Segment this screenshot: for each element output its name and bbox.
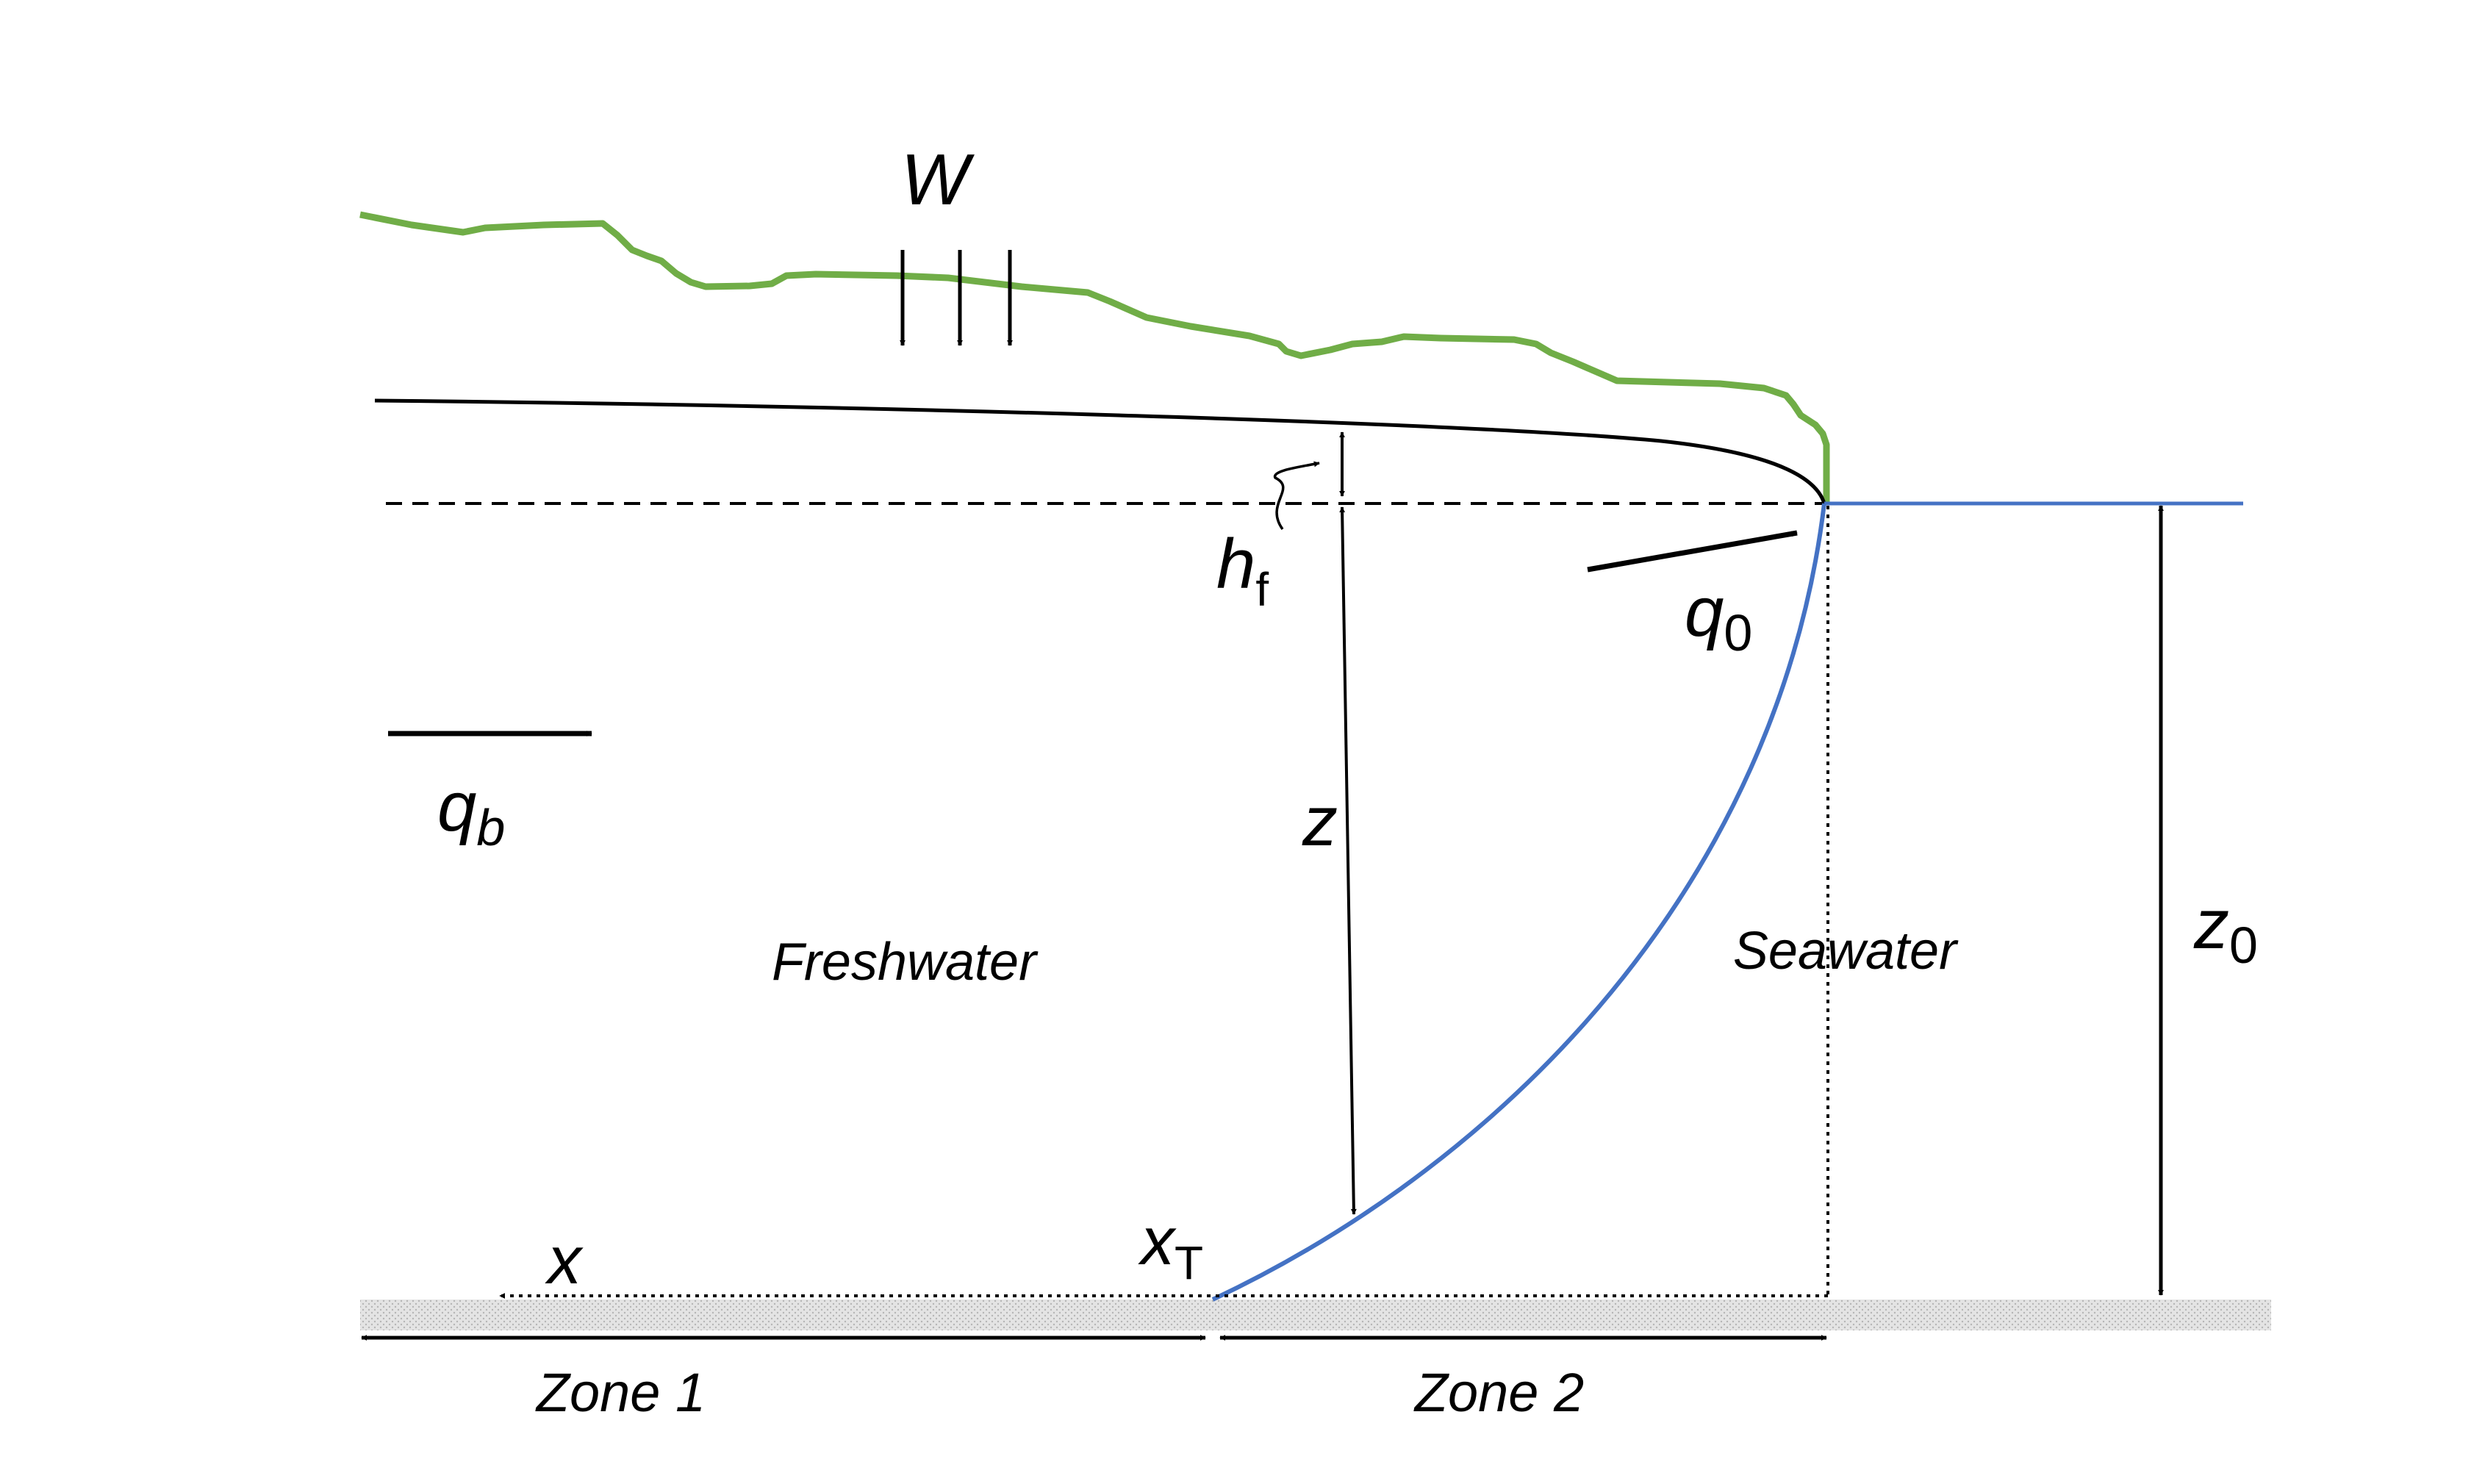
seawater-label: Seawater xyxy=(1733,922,1959,981)
q0-label: q0 xyxy=(1685,573,1752,662)
zone2-label: Zone 2 xyxy=(1413,1362,1584,1423)
qb-label: qb xyxy=(437,767,505,856)
xT-label: xT xyxy=(1138,1204,1203,1289)
ground-surface-line xyxy=(359,211,1830,503)
z0-label: z0 xyxy=(2193,885,2258,974)
hf-label: hf xyxy=(1216,525,1269,616)
zone1-label: Zone 1 xyxy=(535,1362,706,1423)
water-table-line xyxy=(374,398,1826,504)
recharge-label: W xyxy=(901,139,975,220)
z-double-arrow xyxy=(1339,506,1357,1215)
z-label: z xyxy=(1302,782,1338,861)
saltwater-interface-line xyxy=(1211,503,1826,1302)
x-label: x xyxy=(545,1223,584,1298)
hf-pointer-arrow xyxy=(1274,461,1320,531)
impermeable-base xyxy=(360,1300,2271,1330)
freshwater-label: Freshwater xyxy=(772,933,1039,992)
q0-arrow xyxy=(1587,530,1798,573)
